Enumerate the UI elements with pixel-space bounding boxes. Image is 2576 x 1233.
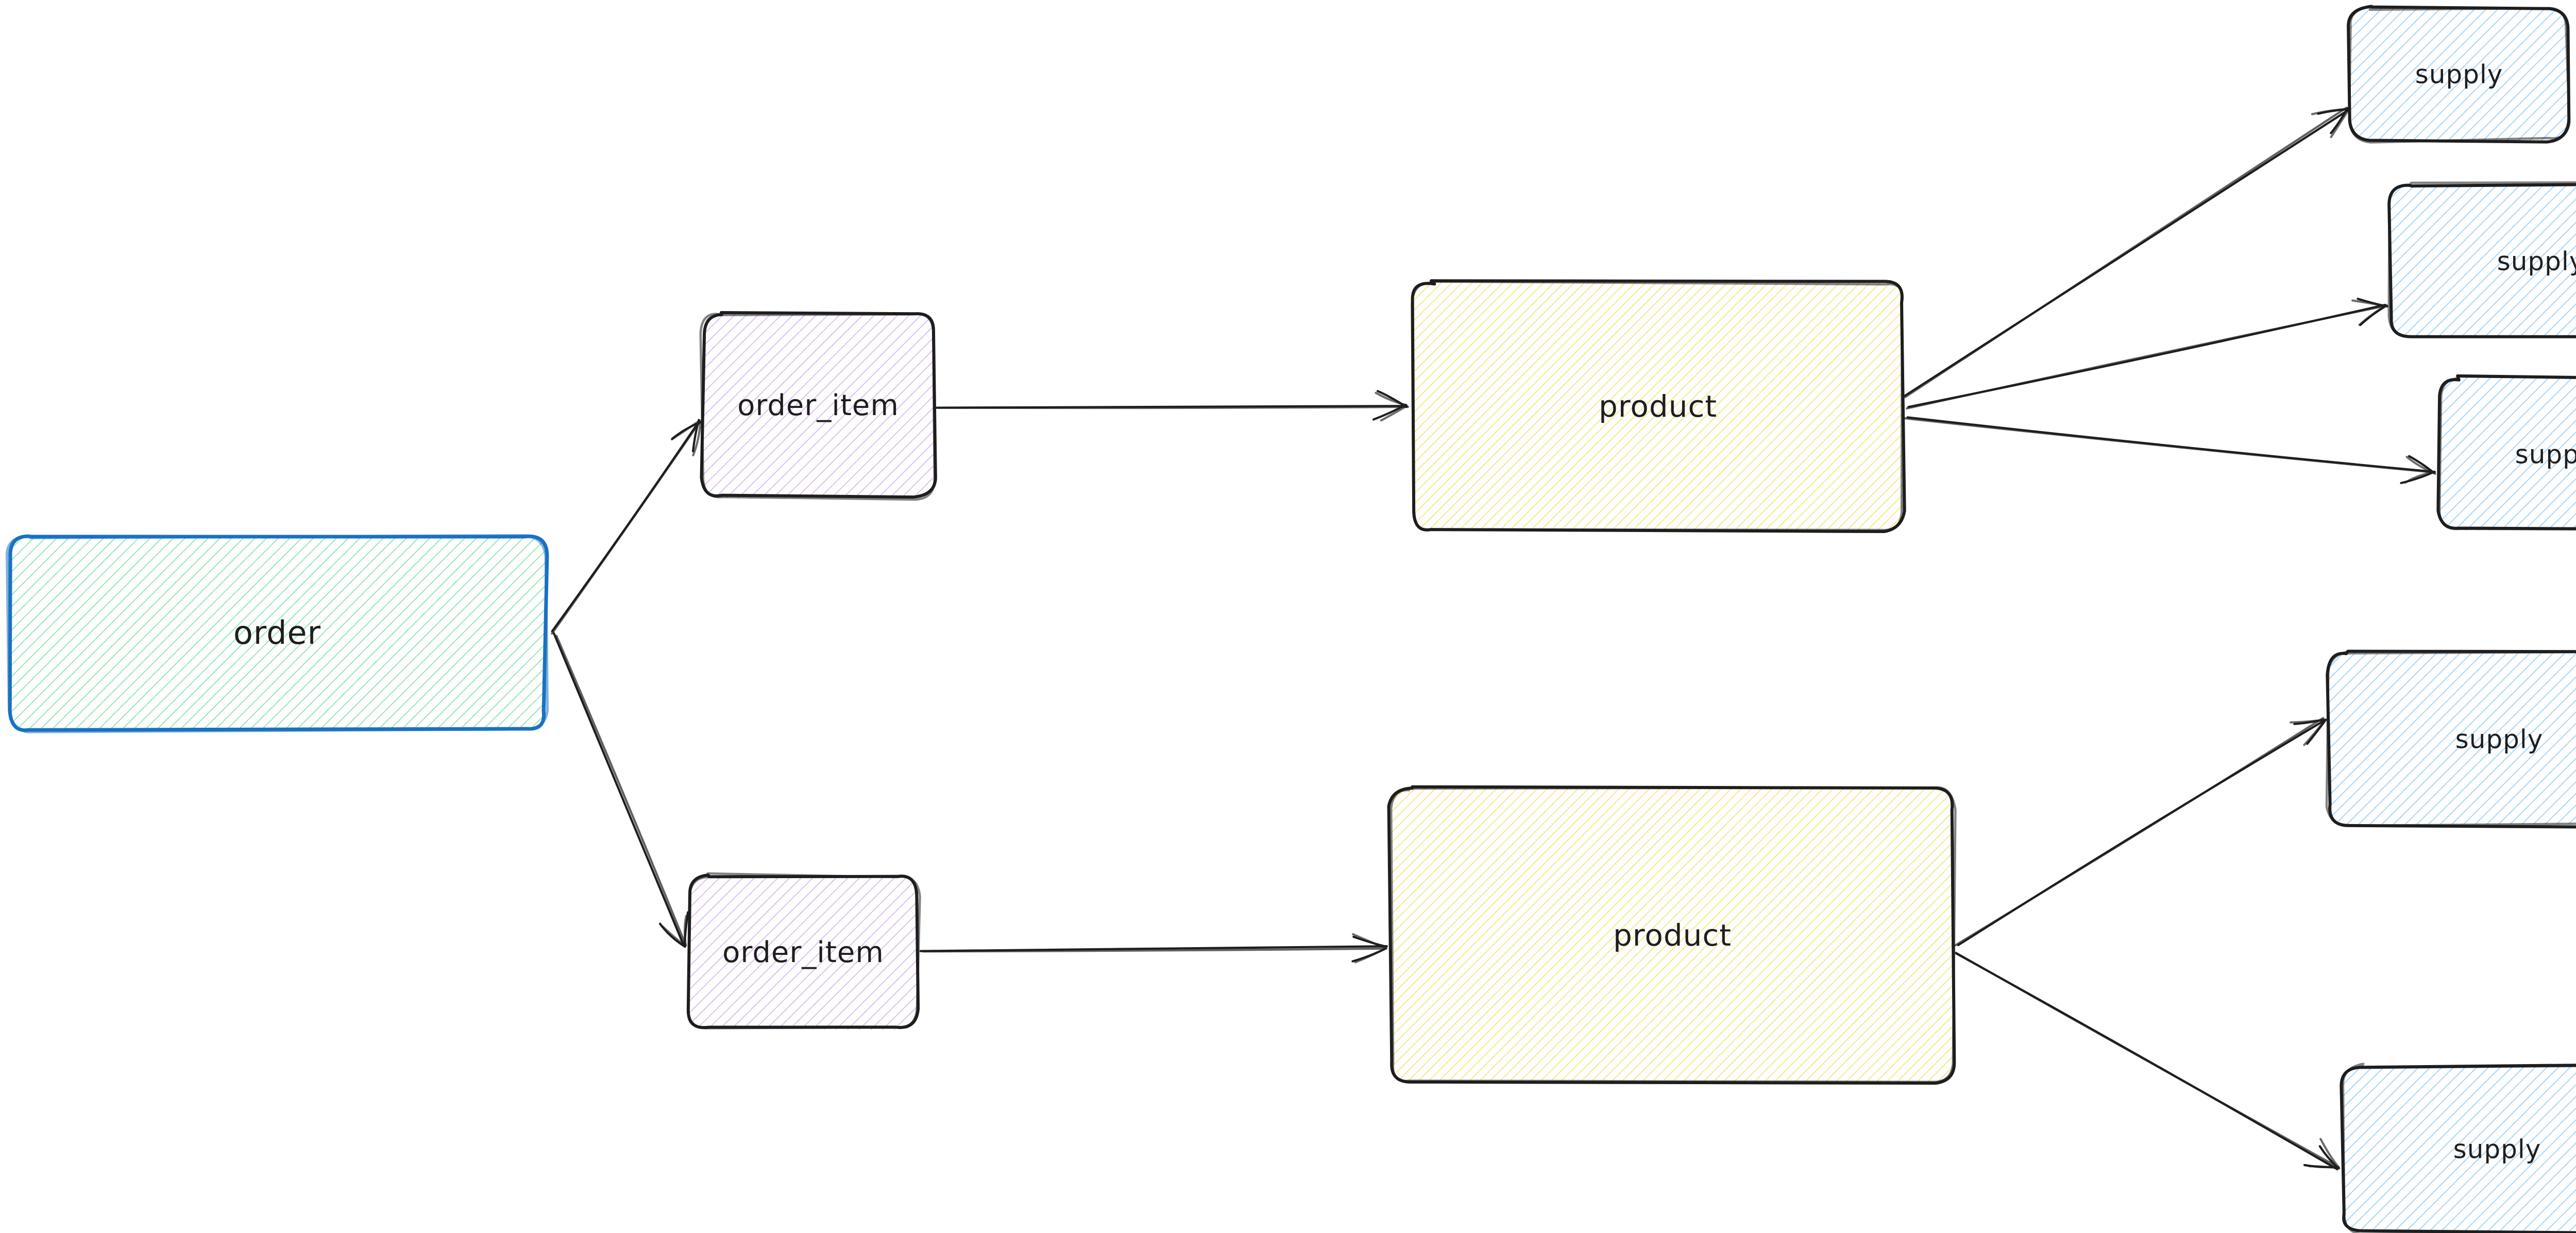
edge-order_item_2-to-product_2[interactable] bbox=[919, 933, 1388, 964]
node-outline-supply_5 bbox=[2342, 1063, 2576, 1233]
node-product_2[interactable]: product bbox=[1387, 785, 1957, 1085]
node-label-product_2: product bbox=[1613, 918, 1732, 953]
node-supply_1[interactable]: supply bbox=[2347, 5, 2571, 144]
arrowhead-barb bbox=[2318, 1145, 2340, 1170]
arrowhead-barb bbox=[1380, 405, 1408, 422]
node-label-order_item_2: order_item bbox=[722, 936, 884, 969]
node-outline-product_1 bbox=[1411, 280, 1904, 532]
arrowhead-barb bbox=[2330, 107, 2349, 134]
edge-line bbox=[555, 635, 687, 947]
node-supply_2[interactable]: supply bbox=[2387, 181, 2576, 338]
node-label-order_item_1: order_item bbox=[737, 389, 899, 422]
arrowhead-barb bbox=[1375, 391, 1408, 406]
edge-product_1-to-supply_2[interactable] bbox=[1906, 298, 2389, 410]
edge-line bbox=[1904, 107, 2348, 399]
arrowhead-barb bbox=[1352, 933, 1386, 949]
node-supply_5[interactable]: supply bbox=[2340, 1063, 2576, 1233]
node-outline-order bbox=[8, 534, 549, 732]
node-supply_3[interactable]: supply bbox=[2436, 374, 2576, 530]
node-fill-supply_5 bbox=[2342, 1066, 2576, 1232]
node-supply_4[interactable]: supply bbox=[2325, 649, 2576, 829]
node-fill-supply_4 bbox=[2328, 653, 2576, 825]
node-outline-supply_3 bbox=[2438, 375, 2576, 530]
edge-line bbox=[934, 405, 1409, 409]
arrowhead-barb bbox=[2330, 109, 2350, 139]
edge-product_1-to-supply_1[interactable] bbox=[1904, 107, 2350, 399]
node-outline-order_item_2 bbox=[687, 872, 921, 1030]
arrowhead-barb bbox=[661, 925, 686, 947]
node-product_1[interactable]: product bbox=[1411, 279, 1906, 534]
arrowhead-barb bbox=[2351, 299, 2389, 307]
node-fill-supply_2 bbox=[2390, 184, 2576, 338]
node-order[interactable]: order bbox=[5, 534, 549, 733]
edge-line bbox=[1955, 951, 2340, 1169]
node-fill-supply_3 bbox=[2439, 377, 2576, 530]
arrowhead-barb bbox=[2311, 108, 2349, 115]
node-outline-supply_3 bbox=[2436, 374, 2576, 530]
arrowhead-barb bbox=[2303, 718, 2327, 746]
arrowhead-barb bbox=[1372, 403, 1407, 421]
node-fill-product_1 bbox=[1412, 282, 1903, 532]
arrowhead-barb bbox=[1354, 947, 1387, 964]
node-label-order: order bbox=[233, 614, 321, 652]
node-fill-order_item_2 bbox=[688, 876, 919, 1030]
edge-line bbox=[922, 947, 1387, 953]
node-label-supply_1: supply bbox=[2415, 60, 2503, 90]
node-order_item_1[interactable]: order_item bbox=[699, 311, 937, 501]
edge-line bbox=[1904, 417, 2436, 474]
arrowhead-barb bbox=[2289, 718, 2326, 724]
node-fill-order bbox=[8, 535, 546, 731]
node-label-supply_5: supply bbox=[2453, 1135, 2541, 1164]
node-label-supply_4: supply bbox=[2455, 725, 2544, 755]
node-fill-order_item_1 bbox=[703, 313, 934, 499]
node-outline-supply_1 bbox=[2348, 5, 2571, 144]
edge-product_1-to-supply_3[interactable] bbox=[1904, 416, 2436, 484]
arrowhead-barb bbox=[671, 420, 700, 441]
node-fill-product_2 bbox=[1391, 787, 1955, 1083]
node-outline-supply_2 bbox=[2387, 181, 2576, 338]
edge-line bbox=[1906, 304, 2386, 410]
arrowhead-barb bbox=[2319, 1138, 2341, 1169]
node-order_item_2[interactable]: order_item bbox=[686, 872, 921, 1030]
edge-order-to-order_item_2[interactable] bbox=[552, 632, 689, 948]
edge-line bbox=[551, 421, 701, 635]
arrowhead-barb bbox=[2358, 305, 2386, 326]
edge-product_2-to-supply_5[interactable] bbox=[1955, 951, 2341, 1171]
arrowhead-barb bbox=[2405, 456, 2436, 475]
node-outline-product_2 bbox=[1389, 786, 1957, 1083]
arrowhead-barb bbox=[692, 419, 702, 457]
edge-line bbox=[552, 632, 685, 947]
edge-order-to-order_item_1[interactable] bbox=[551, 419, 702, 635]
edge-line bbox=[1954, 717, 2325, 947]
edge-product_2-to-supply_4[interactable] bbox=[1954, 717, 2327, 947]
edge-layer bbox=[551, 107, 2436, 1171]
node-outline-order_item_1 bbox=[699, 313, 936, 501]
arrowhead-barb bbox=[684, 915, 688, 947]
edge-line bbox=[1906, 416, 2436, 473]
node-outline-order bbox=[5, 534, 549, 733]
node-label-product_1: product bbox=[1599, 389, 1717, 424]
node-fill-supply_1 bbox=[2349, 8, 2568, 141]
edge-order_item_1-to-product_1[interactable] bbox=[934, 390, 1409, 422]
node-layer: orderorder_itemorder_itemproductproducts… bbox=[5, 5, 2576, 1233]
node-outline-supply_4 bbox=[2325, 650, 2576, 827]
node-label-supply_2: supply bbox=[2497, 247, 2576, 277]
node-label-supply_3: supply bbox=[2515, 440, 2576, 470]
